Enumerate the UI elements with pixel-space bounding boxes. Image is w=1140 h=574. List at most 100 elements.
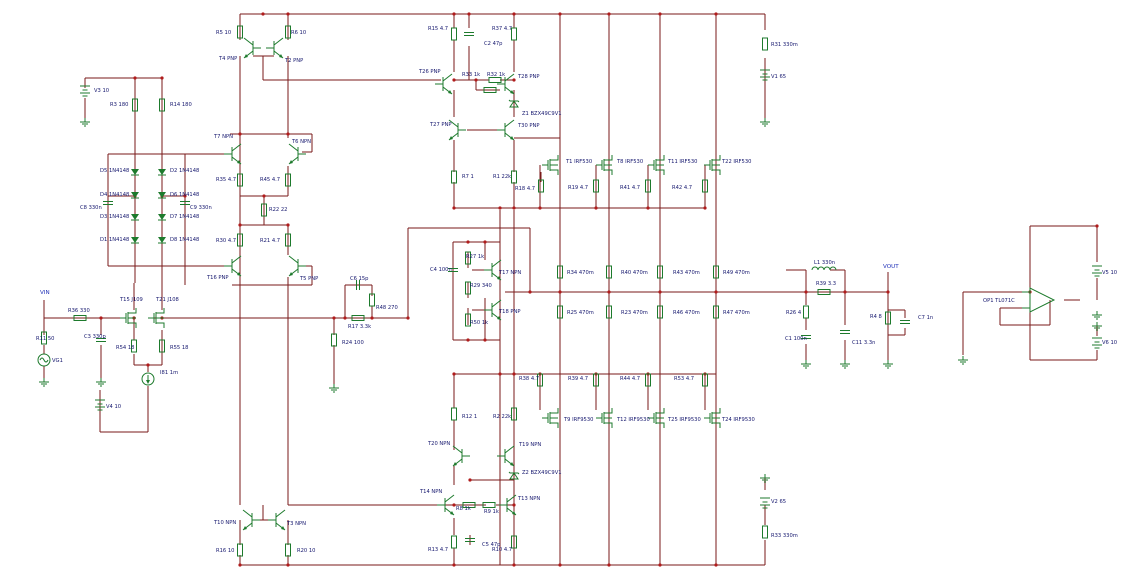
label-c6: C6 15p: [350, 276, 369, 282]
mosfet-t11: [648, 155, 665, 175]
resistor-r27: [465, 251, 471, 265]
diode-d1: [131, 237, 139, 244]
junction-66: [146, 363, 150, 367]
zener-z1: [508, 99, 520, 108]
label-r37: R37 4.7: [492, 26, 512, 32]
junction-49: [498, 372, 502, 376]
resistor-r26: [803, 305, 809, 319]
label-t8: T8 IRF530: [616, 159, 643, 165]
junction-2: [452, 12, 456, 16]
mosfet-t8: [596, 155, 613, 175]
label-d4: D4 1N4148: [100, 192, 129, 198]
resistor-r40: [606, 265, 612, 279]
label-d2: D2 1N4148: [170, 168, 199, 174]
label-r39: R39 3.3: [816, 281, 836, 287]
junction-61: [512, 563, 516, 567]
ground-c3: [96, 378, 106, 387]
label-r42: R42 4.7: [672, 185, 692, 191]
junction-59: [286, 563, 290, 567]
source-v5: [1092, 265, 1102, 277]
ground-opamp: [958, 356, 968, 365]
label-r35: R35 4.7: [216, 177, 236, 183]
junction-50: [512, 372, 516, 376]
label-r39b: R39 4.7: [568, 376, 588, 382]
junction-4: [512, 12, 516, 16]
resistor-r39b: [593, 373, 599, 387]
junction-25: [406, 316, 410, 320]
resistor-r30: [237, 233, 243, 247]
label-v6: V6 10: [1102, 340, 1117, 346]
source-v6: [1092, 337, 1102, 349]
label-r4: R4 8: [870, 314, 882, 320]
label-r23: R23 470m: [621, 310, 648, 316]
junction-22: [332, 316, 336, 320]
label-t28: T28 PNP: [517, 74, 540, 80]
resistor-r29: [465, 281, 471, 295]
label-c3: C3 330p: [84, 334, 106, 340]
transistor-t14: [437, 494, 455, 516]
ground-v2: [760, 474, 770, 483]
junction-30: [498, 206, 502, 210]
label-t2: T2 PNP: [284, 58, 303, 64]
resistor-r21: [285, 233, 291, 247]
junction-24: [370, 316, 374, 320]
junction-65: [714, 563, 718, 567]
label-r41: R41 4.7: [620, 185, 640, 191]
capacitor-c8: [103, 201, 113, 205]
junction-62: [558, 563, 562, 567]
label-r43: R43 470m: [673, 270, 700, 276]
transistor-t30: [497, 119, 515, 141]
resistor-r6: [285, 25, 291, 39]
label-d1: D1 1N4148: [100, 237, 129, 243]
label-r11: R11 50: [36, 336, 54, 342]
diode-d8: [158, 237, 166, 244]
junction-1: [286, 12, 290, 16]
junction-23: [343, 316, 347, 320]
junction-55: [452, 503, 456, 507]
resistor-r16: [237, 543, 243, 557]
label-v4: V4 10: [106, 404, 121, 410]
resistor-r31: [762, 37, 768, 51]
junction-33: [594, 206, 598, 210]
label-r29: R29 340: [470, 283, 492, 289]
label-t25: T25 IRF9530: [667, 417, 701, 423]
label-r5: R5 10: [216, 30, 231, 36]
label-r12: R12 1: [462, 414, 477, 420]
label-d8: D8 1N4148: [170, 237, 199, 243]
label-c2: C2 47p: [484, 41, 503, 47]
junction-15: [160, 76, 164, 80]
mosfet-t25: [648, 408, 665, 428]
capacitor-c6: [356, 280, 360, 290]
label-r20: R20 10: [297, 548, 315, 554]
ground-c11: [840, 360, 850, 369]
resistor-r17: [351, 315, 365, 321]
label-l1: L1 330n: [814, 260, 835, 266]
junction-3: [467, 12, 471, 16]
transistor-t6: [288, 143, 306, 165]
diode-d6: [158, 192, 166, 199]
resistor-r43: [657, 265, 663, 279]
label-r6: R6 10: [291, 30, 306, 36]
resistor-r53: [702, 373, 708, 387]
label-r9: R9 1k: [484, 509, 499, 515]
label-r36: R36 330: [68, 308, 90, 314]
label-r53: R53 4.7: [674, 376, 694, 382]
capacitor-c7: [900, 320, 910, 324]
label-r15: R15 4.7: [428, 26, 448, 32]
opamp-op1: [1022, 287, 1056, 313]
resistor-r50: [465, 313, 471, 327]
junction-63: [607, 563, 611, 567]
label-c1: C1 100n: [785, 336, 807, 342]
resistor-r33: [488, 77, 502, 83]
resistor-r11: [41, 331, 47, 345]
label-r26: R26 4: [786, 310, 802, 316]
resistor-r41: [645, 179, 651, 193]
label-r49: R49 470m: [723, 270, 750, 276]
label-r13: R13 4.7: [428, 547, 448, 553]
label-i81: I81 1m: [160, 370, 178, 376]
transistor-t27: [448, 119, 466, 141]
junction-19: [99, 316, 103, 320]
transistor-t2: [266, 37, 284, 59]
resistor-r9: [482, 502, 496, 508]
